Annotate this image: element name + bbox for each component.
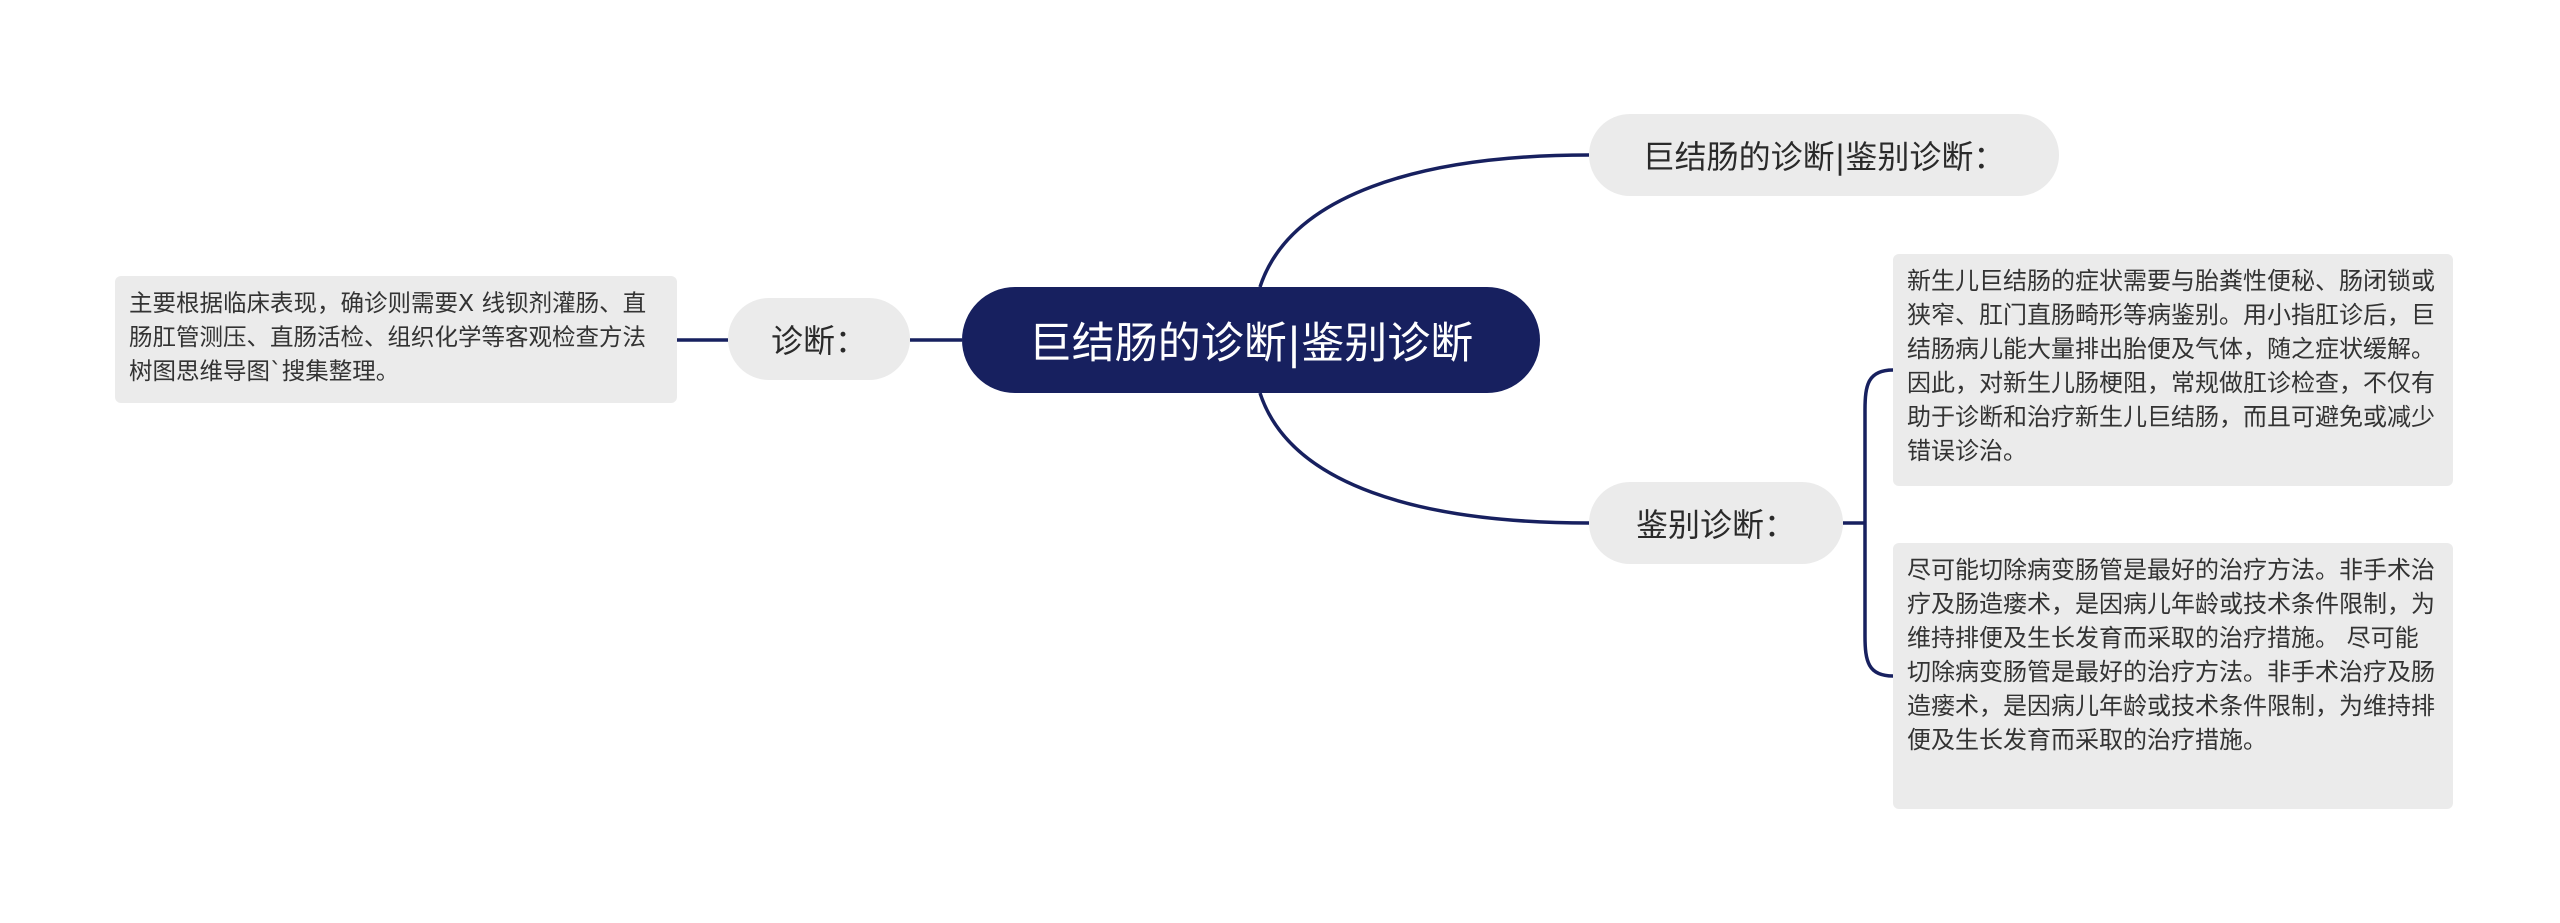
- detail-differential-1-text: 新生儿巨结肠的症状需要与胎粪性便秘、肠闭锁或狭窄、肛门直肠畸形等病鉴别。用小指肛…: [1907, 267, 2435, 465]
- detail-diagnosis-text: 主要根据临床表现，确诊则需要X 线钡剂灌肠、直肠肛管测压、直肠活检、组织化学等客…: [129, 289, 647, 385]
- branch-right-label: 鉴别诊断：: [1635, 506, 1796, 544]
- branch-node-top[interactable]: 巨结肠的诊断|鉴别诊断：: [1589, 114, 2059, 196]
- detail-box-differential-2[interactable]: 尽可能切除病变肠管是最好的治疗方法。非手术治疗及肠造瘘术，是因病儿年龄或技术条件…: [1893, 543, 2453, 809]
- branch-left-label: 诊断：: [770, 322, 867, 360]
- connector-bracket: [1863, 368, 1894, 678]
- branch-node-differential-diagnosis[interactable]: 鉴别诊断：: [1589, 482, 1843, 564]
- root-node[interactable]: 巨结肠的诊断|鉴别诊断: [962, 287, 1540, 393]
- detail-differential-2-text: 尽可能切除病变肠管是最好的治疗方法。非手术治疗及肠造瘘术，是因病儿年龄或技术条件…: [1907, 556, 2435, 754]
- root-label: 巨结肠的诊断|鉴别诊断: [1028, 319, 1474, 369]
- branch-node-diagnosis[interactable]: 诊断：: [728, 298, 910, 380]
- detail-box-differential-1[interactable]: 新生儿巨结肠的症状需要与胎粪性便秘、肠闭锁或狭窄、肛门直肠畸形等病鉴别。用小指肛…: [1893, 254, 2453, 486]
- branch-top-label: 巨结肠的诊断|鉴别诊断：: [1642, 138, 2006, 176]
- detail-box-diagnosis[interactable]: 主要根据临床表现，确诊则需要X 线钡剂灌肠、直肠肛管测压、直肠活检、组织化学等客…: [115, 276, 677, 403]
- connector-root-right: [1258, 392, 1590, 525]
- connector-root-top: [1258, 153, 1590, 288]
